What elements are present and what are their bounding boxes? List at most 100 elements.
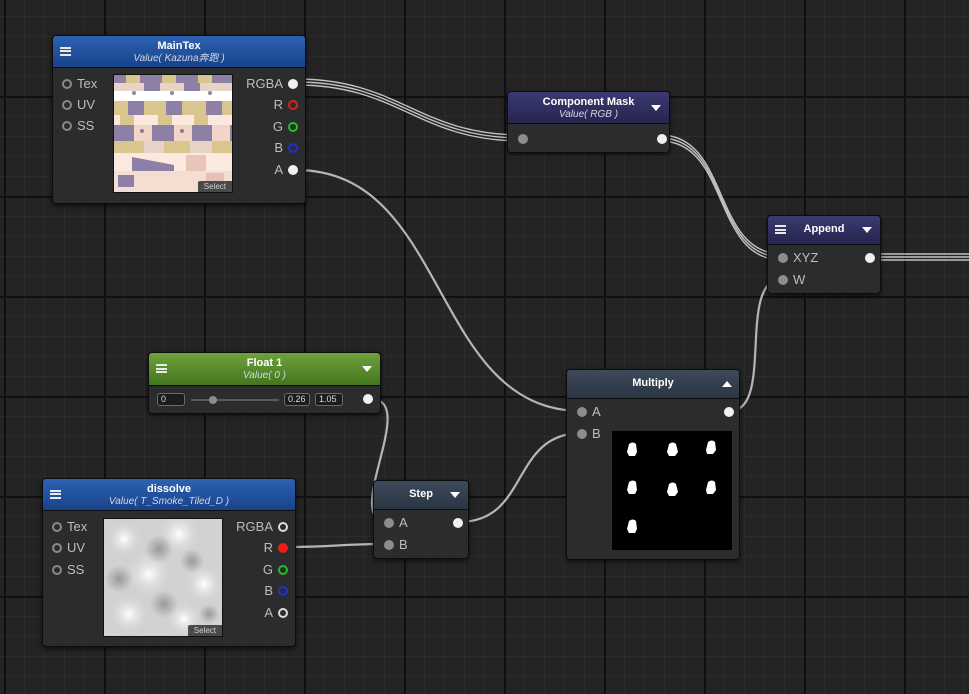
output-port-rgba[interactable]: RGBA bbox=[236, 519, 288, 535]
output-port-r[interactable]: R bbox=[274, 97, 298, 113]
port-circle-icon[interactable] bbox=[52, 543, 62, 553]
port-circle-icon[interactable] bbox=[278, 608, 288, 618]
node-title: dissolve bbox=[146, 483, 192, 495]
slider-handle[interactable] bbox=[209, 396, 217, 404]
append-header[interactable]: Append bbox=[768, 216, 880, 245]
port-circle-icon[interactable] bbox=[657, 134, 667, 144]
menu-icon[interactable] bbox=[60, 46, 71, 56]
port-circle-icon[interactable] bbox=[778, 253, 788, 263]
port-circle-icon[interactable] bbox=[577, 429, 587, 439]
preview-toggle-icon[interactable] bbox=[722, 381, 732, 387]
input-port-a[interactable]: A bbox=[577, 404, 601, 420]
collapse-toggle-icon[interactable] bbox=[862, 227, 872, 233]
select-texture-button[interactable]: Select bbox=[197, 181, 232, 192]
character-sprite-sheet-image bbox=[114, 75, 232, 192]
input-port-uv[interactable]: UV bbox=[62, 97, 95, 113]
input-port-w[interactable]: W bbox=[778, 272, 805, 288]
menu-icon[interactable] bbox=[156, 364, 167, 373]
output-port-a[interactable]: A bbox=[274, 162, 298, 178]
select-texture-button[interactable]: Select bbox=[187, 625, 222, 636]
output-port-rgba[interactable]: RGBA bbox=[246, 76, 298, 92]
output-port-b[interactable]: B bbox=[264, 583, 288, 599]
port-label: RGBA bbox=[236, 519, 273, 534]
port-label: B bbox=[264, 583, 273, 598]
port-circle-icon[interactable] bbox=[278, 586, 288, 596]
port-circle-icon[interactable] bbox=[62, 121, 72, 131]
dissolve-node[interactable]: dissolve Value( T_Smoke_Tiled_D ) Tex UV… bbox=[42, 478, 296, 647]
value-slider[interactable] bbox=[191, 399, 279, 401]
port-circle-icon[interactable] bbox=[278, 522, 288, 532]
append-node[interactable]: Append XYZ W bbox=[767, 215, 881, 294]
menu-icon[interactable] bbox=[50, 489, 61, 499]
input-port-b[interactable]: B bbox=[384, 537, 408, 553]
port-circle-icon[interactable] bbox=[288, 79, 298, 89]
input-port-tex[interactable]: Tex bbox=[52, 519, 87, 535]
wire-mask-to-append bbox=[659, 134, 783, 255]
max-value-field[interactable]: 1.05 bbox=[315, 393, 343, 406]
node-title: Component Mask bbox=[542, 96, 635, 108]
port-circle-icon[interactable] bbox=[724, 407, 734, 417]
input-port-xyz[interactable]: XYZ bbox=[778, 250, 818, 266]
port-circle-icon[interactable] bbox=[62, 79, 72, 89]
port-circle-icon[interactable] bbox=[384, 540, 394, 550]
output-port-b[interactable]: B bbox=[274, 140, 298, 156]
port-circle-icon[interactable] bbox=[577, 407, 587, 417]
port-circle-icon[interactable] bbox=[278, 543, 288, 553]
output-port-out[interactable] bbox=[358, 391, 373, 407]
output-port-r[interactable]: R bbox=[264, 540, 288, 556]
float1-header[interactable]: Float 1 Value( 0 ) bbox=[149, 353, 380, 386]
min-value-field[interactable]: 0 bbox=[157, 393, 185, 406]
input-port-a[interactable]: A bbox=[384, 515, 408, 531]
input-port-uv[interactable]: UV bbox=[52, 540, 85, 556]
step-node[interactable]: Step A B bbox=[373, 480, 469, 559]
collapse-toggle-icon[interactable] bbox=[362, 366, 372, 372]
multiply-node[interactable]: Multiply A B bbox=[566, 369, 740, 560]
input-port-tex[interactable]: Tex bbox=[62, 76, 97, 92]
port-circle-icon[interactable] bbox=[288, 165, 298, 175]
maintex-header[interactable]: MainTex Value( Kazuna奔跑 ) bbox=[53, 36, 305, 68]
port-circle-icon[interactable] bbox=[288, 100, 298, 110]
input-port-in[interactable] bbox=[518, 131, 533, 147]
input-port-ss[interactable]: SS bbox=[52, 562, 84, 578]
port-circle-icon[interactable] bbox=[778, 275, 788, 285]
port-circle-icon[interactable] bbox=[363, 394, 373, 404]
port-circle-icon[interactable] bbox=[62, 100, 72, 110]
output-port-out[interactable] bbox=[719, 404, 734, 420]
maintex-node[interactable]: MainTex Value( Kazuna奔跑 ) Tex UV SS bbox=[52, 35, 306, 204]
port-circle-icon[interactable] bbox=[288, 143, 298, 153]
port-label: R bbox=[263, 540, 273, 555]
port-circle-icon[interactable] bbox=[52, 522, 62, 532]
multiply-header[interactable]: Multiply bbox=[567, 370, 739, 399]
output-port-g[interactable]: G bbox=[263, 562, 288, 578]
component-mask-node[interactable]: Component Mask Value( RGB ) bbox=[507, 91, 670, 153]
port-label: UV bbox=[77, 97, 96, 112]
float1-node[interactable]: Float 1 Value( 0 ) 0 0.26 1.05 bbox=[148, 352, 381, 414]
port-circle-icon[interactable] bbox=[865, 253, 875, 263]
output-port-out[interactable] bbox=[860, 250, 875, 266]
port-circle-icon[interactable] bbox=[52, 565, 62, 575]
port-circle-icon[interactable] bbox=[453, 518, 463, 528]
input-port-b[interactable]: B bbox=[577, 426, 601, 442]
port-label: Tex bbox=[67, 519, 88, 534]
input-port-ss[interactable]: SS bbox=[62, 118, 94, 134]
output-port-out[interactable] bbox=[652, 131, 667, 147]
port-circle-icon[interactable] bbox=[384, 518, 394, 528]
step-header[interactable]: Step bbox=[374, 481, 468, 510]
value-field[interactable]: 0.26 bbox=[284, 393, 310, 406]
output-port-g[interactable]: G bbox=[273, 119, 298, 135]
output-port-out[interactable] bbox=[448, 515, 463, 531]
node-title: Multiply bbox=[632, 377, 674, 389]
collapse-toggle-icon[interactable] bbox=[450, 492, 460, 498]
port-label: A bbox=[399, 515, 408, 530]
port-label: A bbox=[592, 404, 601, 419]
dissolve-header[interactable]: dissolve Value( T_Smoke_Tiled_D ) bbox=[43, 479, 295, 511]
port-circle-icon[interactable] bbox=[278, 565, 288, 575]
port-label: UV bbox=[67, 540, 86, 555]
collapse-toggle-icon[interactable] bbox=[651, 104, 661, 111]
menu-icon[interactable] bbox=[775, 225, 786, 234]
node-subtitle: Value( T_Smoke_Tiled_D ) bbox=[108, 496, 230, 507]
port-circle-icon[interactable] bbox=[288, 122, 298, 132]
component-mask-header[interactable]: Component Mask Value( RGB ) bbox=[508, 92, 669, 124]
output-port-a[interactable]: A bbox=[264, 605, 288, 621]
port-circle-icon[interactable] bbox=[518, 134, 528, 144]
